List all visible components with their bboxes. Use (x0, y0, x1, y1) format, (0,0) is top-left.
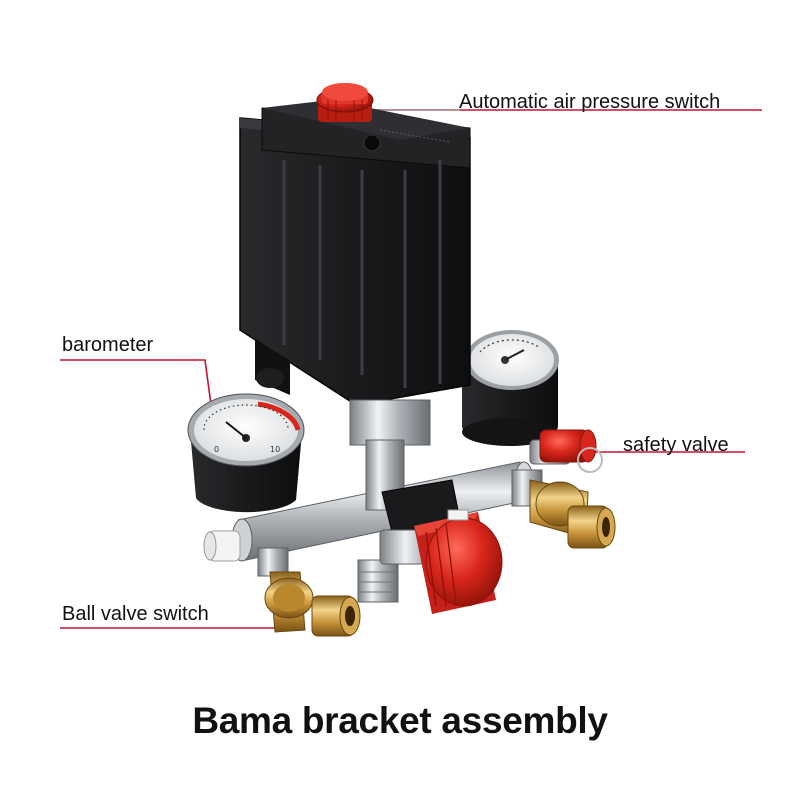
top-red-knob (316, 83, 381, 152)
left-barometer: 0 10 (187, 393, 305, 513)
regulator-red-knob (379, 479, 503, 614)
callout-automatic-air-pressure-switch: Automatic air pressure switch (459, 91, 721, 113)
leader-barometer (60, 359, 215, 428)
right-barometer (462, 330, 559, 446)
callout-ball-valve-switch: Ball valve switch (62, 603, 209, 625)
callout-barometer: barometer (62, 334, 154, 356)
center-stem (349, 399, 431, 603)
pressure-switch-housing (239, 100, 471, 406)
right-brass-coupler (511, 469, 616, 549)
svg-text:0: 0 (214, 445, 219, 454)
figure-caption: Bama bracket assembly (192, 700, 608, 741)
svg-text:10: 10 (270, 445, 280, 454)
left-brass-coupler (257, 547, 361, 637)
white-plug (203, 530, 241, 562)
safety-valve (529, 429, 603, 473)
callout-safety-valve: safety valve (623, 434, 729, 456)
